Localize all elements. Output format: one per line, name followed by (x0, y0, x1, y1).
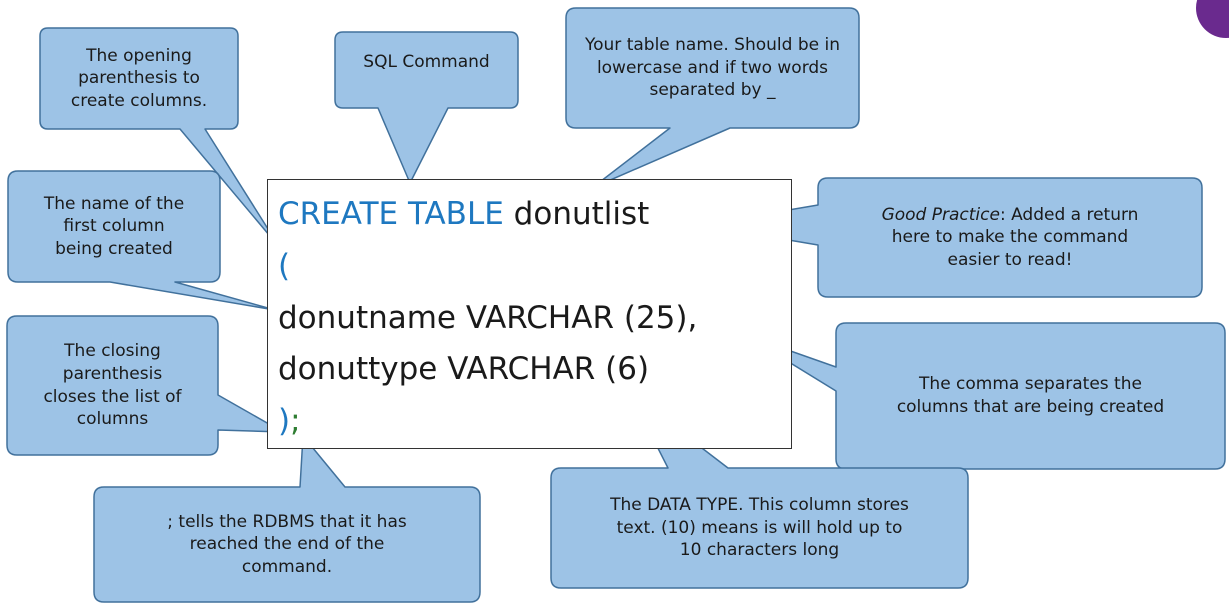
callout-line: The comma separates the (919, 374, 1142, 395)
callout-line: reached the end of the (189, 534, 385, 555)
callout-line: create columns. (70, 90, 208, 111)
good-practice-emphasis: Good Practice (881, 204, 1000, 225)
callout-line: SQL Command (363, 51, 490, 72)
callout-line: columns (76, 409, 149, 430)
callout-line: separated by _ (649, 80, 776, 101)
callout-line: Good Practice: Added a return (882, 204, 1139, 227)
callout-line: The opening (86, 45, 192, 66)
closing-paren: ) (278, 403, 291, 439)
callout-first-column-shape (7, 170, 276, 311)
callout-line: being created (55, 238, 173, 259)
table-name: donutlist (513, 196, 650, 232)
callout-line: columns that are being created (896, 397, 1165, 417)
code-line-open-paren: ( (278, 248, 291, 284)
callout-line: The closing (64, 341, 161, 362)
callout-sql-command: SQL Command (335, 32, 518, 92)
callout-line: The name of the (43, 193, 185, 214)
code-line-close: ); (278, 406, 301, 437)
good-practice-text: : Added a return (999, 204, 1139, 225)
callout-line: 10 characters long (679, 540, 840, 561)
callout-line: parenthesis to (78, 68, 200, 89)
callout-line: lowercase and if two words (596, 57, 829, 78)
callout-semicolon-shape (93, 435, 481, 603)
callout-closing-paren-shape (6, 315, 284, 456)
callout-line: closes the list of (43, 386, 182, 407)
sql-keyword: CREATE TABLE (278, 196, 504, 232)
callout-table-name-shape (565, 7, 860, 189)
callout-opening-paren-shape (39, 27, 281, 249)
callout-line: The DATA TYPE. This column stores (610, 495, 909, 516)
code-line-column-1: donutname VARCHAR (25), (278, 300, 698, 336)
callout-line: ; tells the RDBMS that it has (167, 511, 407, 532)
callout-sql-command-shape (334, 31, 519, 184)
callout-line: first column (63, 216, 165, 237)
callout-line: here to make the command (891, 227, 1129, 248)
callout-line: command. (241, 556, 333, 577)
sql-code-box (267, 179, 792, 449)
callout-line: Your table name. Should be in (585, 35, 840, 56)
callout-good-practice-shape (699, 177, 1203, 298)
semicolon: ; (290, 403, 301, 439)
callout-line: easier to read! (947, 249, 1073, 270)
code-line-create-table: CREATE TABLE donutlist (278, 199, 649, 230)
callout-line: text. (10) means is will hold up to (616, 517, 903, 538)
callout-line: parenthesis (62, 363, 163, 384)
code-line-column-2: donuttype VARCHAR (6) (278, 351, 650, 387)
